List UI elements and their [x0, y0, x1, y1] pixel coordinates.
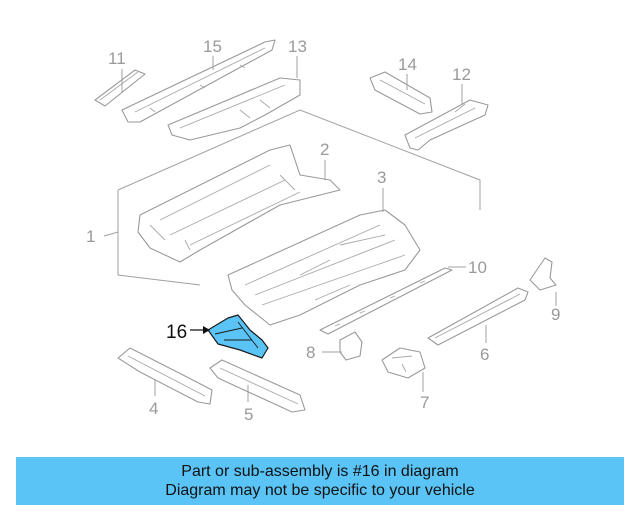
part-5-crossmember [209, 359, 306, 413]
callout-1: 1 [86, 227, 95, 246]
part-16-highlighted[interactable] [207, 314, 269, 359]
callout-16: 16 [166, 322, 187, 343]
callout-8: 8 [306, 343, 315, 362]
parts-diagram: 1 2 3 4 5 6 7 8 9 10 11 12 13 14 15 16 [86, 37, 560, 424]
part-9-bracket [529, 257, 557, 291]
callout-11: 11 [108, 49, 126, 68]
callout-10: 10 [468, 258, 487, 277]
leader-lines [103, 56, 557, 402]
part-6-side-rail [427, 287, 529, 346]
callout-5: 5 [244, 405, 253, 424]
callout-9: 9 [551, 305, 560, 324]
part-10-strip [319, 267, 453, 335]
callout-7: 7 [420, 393, 429, 412]
part-2-rear-floor-pan [137, 144, 341, 263]
callout-3: 3 [377, 168, 386, 187]
part-14-bracket [369, 71, 433, 115]
callout-14: 14 [398, 55, 417, 74]
banner-line-2: Diagram may not be specific to your vehi… [165, 482, 475, 499]
part-7-bracket [381, 347, 426, 379]
part-11-rail [94, 69, 146, 107]
part-15-sill [121, 39, 276, 123]
callout-6: 6 [480, 345, 489, 364]
callout-2: 2 [320, 140, 329, 159]
callout-13: 13 [288, 37, 307, 56]
part-3-front-floor-pan [227, 209, 421, 326]
part-13-rear-rail [167, 77, 301, 141]
floor-assembly-outline [117, 109, 481, 286]
part-4-crossmember [117, 347, 213, 405]
callout-15: 15 [203, 37, 222, 56]
part-8-plate [339, 331, 363, 361]
info-banner: Part or sub-assembly is #16 in diagram D… [16, 457, 624, 505]
banner-line-1: Part or sub-assembly is #16 in diagram [181, 463, 459, 480]
callout-12: 12 [452, 65, 471, 84]
part-12-crossmember [404, 99, 489, 151]
callout-4: 4 [149, 399, 158, 418]
